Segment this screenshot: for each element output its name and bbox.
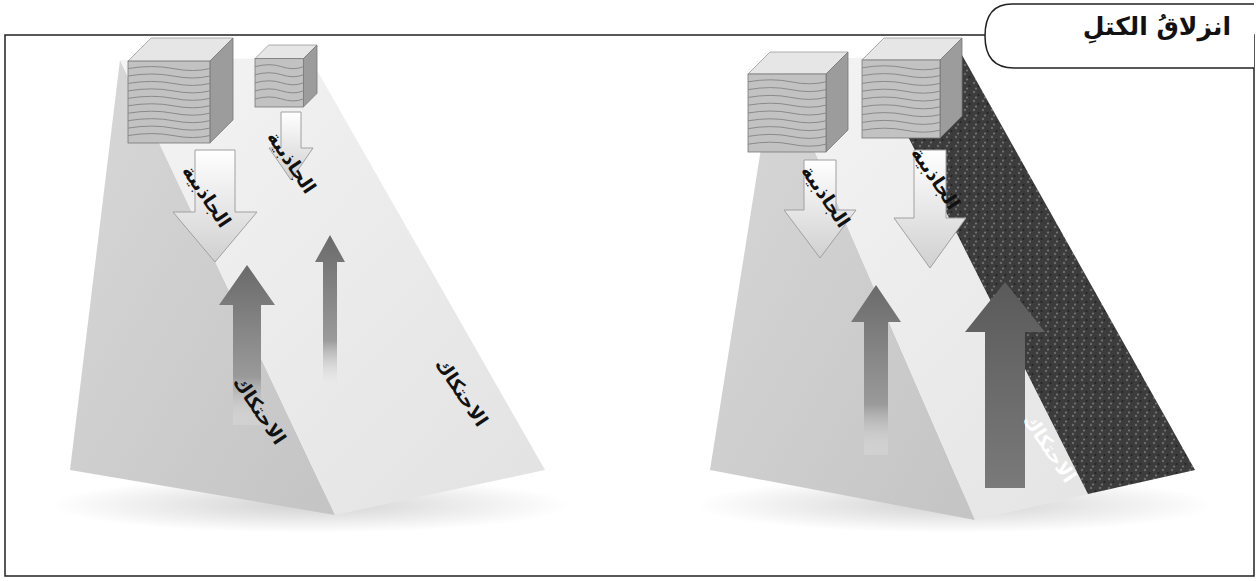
frame <box>5 35 1254 576</box>
ramps <box>50 38 1215 533</box>
friction-arrow <box>965 282 1045 488</box>
title-tab <box>985 4 1254 68</box>
friction-arrow <box>315 235 345 385</box>
wood-block <box>748 52 848 152</box>
friction-arrow <box>851 285 901 455</box>
gravity-arrow <box>173 150 257 262</box>
wood-block <box>862 38 962 138</box>
ramp-slope <box>120 58 545 515</box>
title: انزلاقُ الكتلِ <box>1083 12 1231 41</box>
wood-block <box>255 45 317 107</box>
wood-block <box>128 38 233 143</box>
gravity-arrow <box>784 160 856 258</box>
